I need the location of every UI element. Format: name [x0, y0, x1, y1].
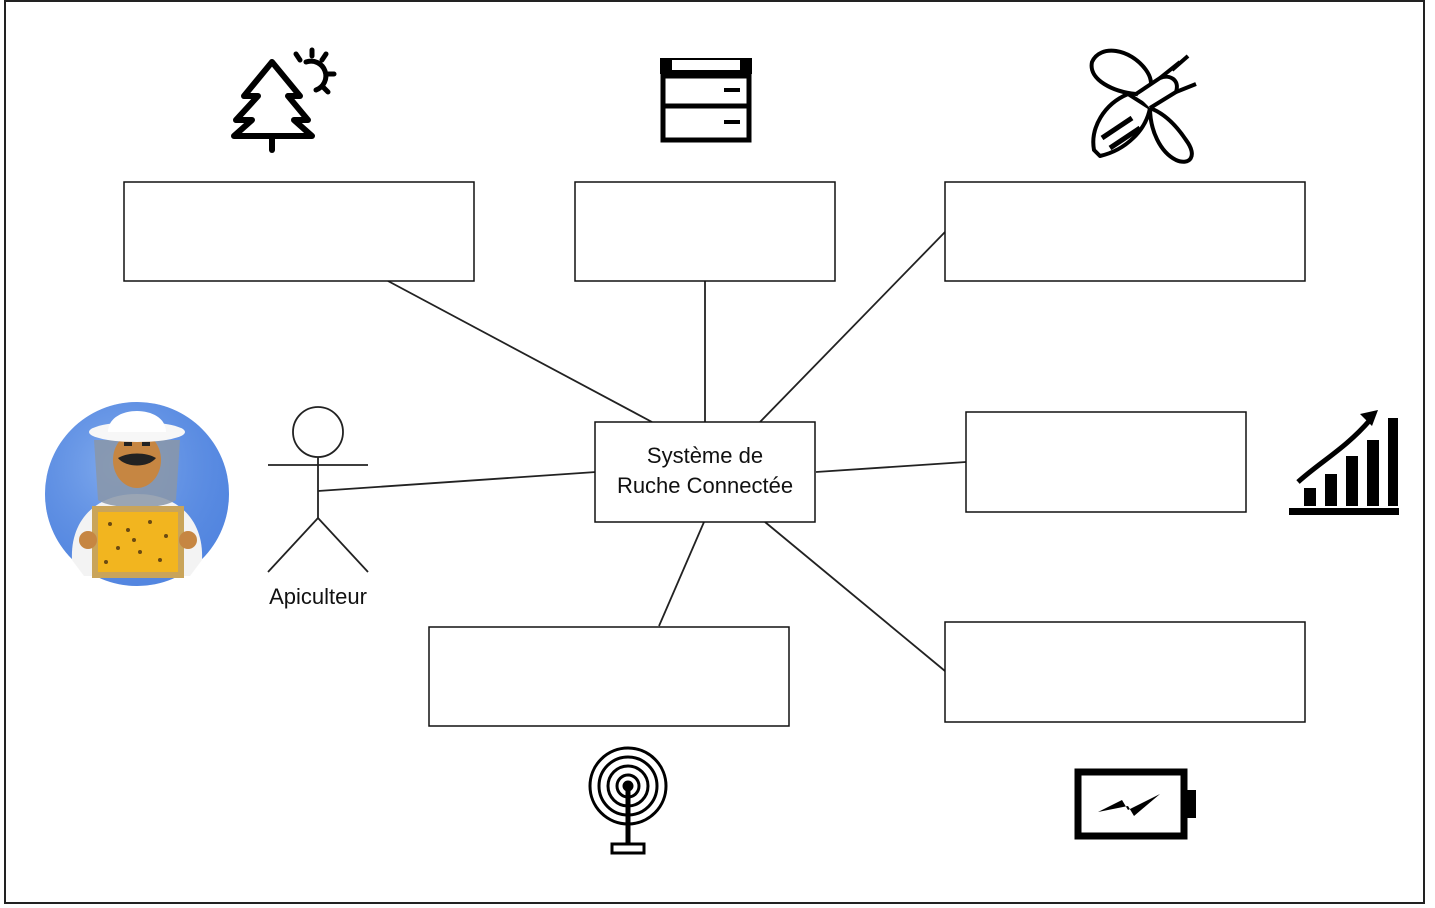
beehive-icon [660, 58, 752, 143]
actor-apiculteur[interactable] [267, 406, 369, 573]
edge-bees [759, 231, 946, 423]
box-bees[interactable] [944, 181, 1306, 282]
central-node-line2: Ruche Connectée [617, 473, 793, 498]
edge-statistics [815, 461, 967, 473]
bee-icon [1089, 48, 1197, 164]
box-statistics[interactable] [965, 411, 1247, 513]
actor-label: Apiculteur [269, 584, 367, 609]
central-node[interactable]: Système de Ruche Connectée [594, 421, 816, 523]
edge-communication [658, 521, 705, 627]
edge-actor [317, 471, 597, 492]
tree-sun-icon [231, 47, 337, 153]
box-hive[interactable] [574, 181, 836, 282]
box-energy[interactable] [944, 621, 1306, 723]
edge-energy [764, 521, 946, 672]
box-communication[interactable] [428, 626, 790, 727]
central-node-line1: Système de [647, 443, 763, 468]
edge-environment [387, 280, 653, 423]
growth-chart-icon [1289, 410, 1399, 515]
antenna-icon [588, 746, 668, 855]
beekeeper-avatar [45, 402, 229, 586]
diagram-frame [4, 0, 1425, 904]
battery-icon [1074, 768, 1196, 840]
box-environment[interactable] [123, 181, 475, 282]
